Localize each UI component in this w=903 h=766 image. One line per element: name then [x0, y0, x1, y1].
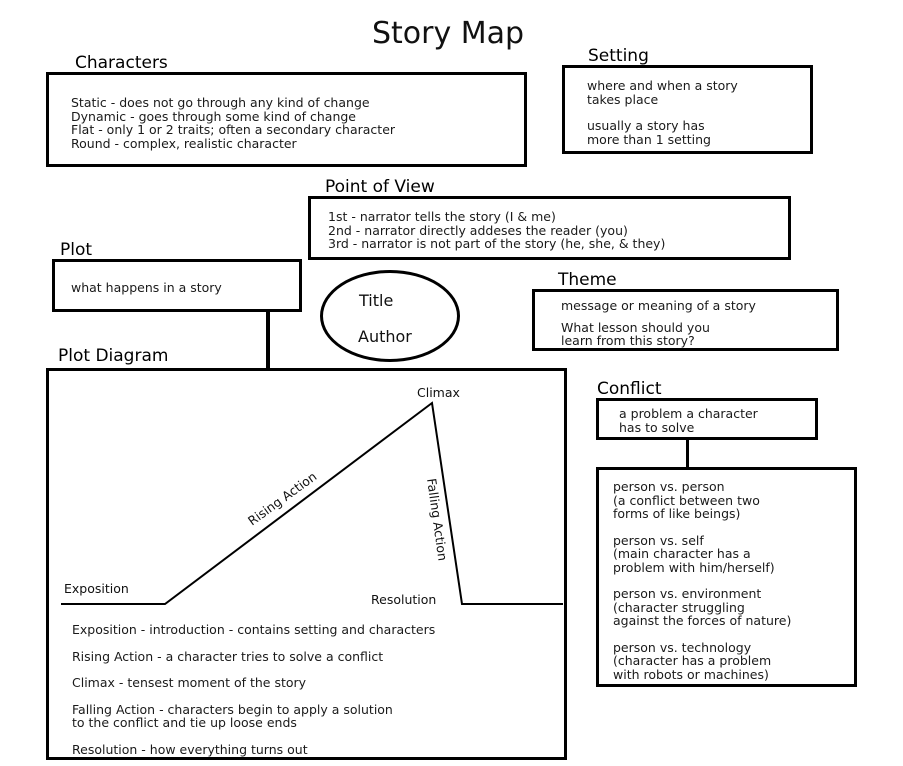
climax-label: Climax [417, 385, 460, 400]
author-label: Author [358, 327, 412, 346]
person-vs-self-title: person vs. self [613, 532, 704, 548]
exposition-definition: Exposition - introduction - contains set… [72, 622, 436, 637]
resolution-definition: Resolution - how everything turns out [72, 741, 308, 757]
rising-action-definition: Rising Action - a character tries to sol… [72, 648, 384, 664]
pov-second-person: 2nd - narrator directly addeses the read… [328, 222, 628, 238]
title-author-circle: Title Author [320, 270, 460, 362]
characters-flat-text: Flat - only 1 or 2 traits; often a secon… [71, 122, 396, 137]
person-vs-self-desc-1: (main character has a [613, 546, 751, 561]
characters-round-text: Round - complex, realistic character [71, 135, 297, 151]
person-vs-technology-desc-2: with robots or machines) [613, 666, 769, 682]
title-label: Title [359, 291, 394, 310]
conflict-definition-line-2: has to solve [619, 419, 695, 435]
conflict-definition-text: a problem a character has to solve [619, 407, 758, 434]
theme-text: message or meaning of a story What lesso… [561, 299, 756, 348]
characters-heading: Characters [75, 53, 168, 73]
conflict-connector-line [686, 439, 689, 468]
person-vs-person-desc-1: (a conflict between two [613, 492, 760, 508]
plot-definitions: Exposition - introduction - contains set… [72, 623, 435, 756]
characters-box: Static - does not go through any kind of… [46, 72, 527, 167]
characters-static-text: Static - does not go through any kind of… [71, 95, 370, 110]
characters-definitions: Static - does not go through any kind of… [71, 96, 395, 150]
conflict-types-list: person vs. person (a conflict between tw… [613, 480, 791, 681]
plot-connector-line [266, 311, 270, 372]
conflict-types-box: person vs. person (a conflict between tw… [596, 467, 857, 687]
plot-line [61, 401, 563, 605]
setting-line-1: where and when a story [587, 78, 738, 93]
person-vs-self-desc-2: problem with him/herself) [613, 559, 775, 575]
plot-diagram-box: Climax Rising Action Falling Action Expo… [46, 368, 567, 760]
theme-line-1: message or meaning of a story [561, 298, 756, 313]
setting-heading: Setting [588, 46, 649, 66]
falling-action-definition-cont: to the conflict and tie up loose ends [72, 715, 297, 730]
point-of-view-heading: Point of View [325, 177, 435, 197]
person-vs-person-desc-2: forms of like beings) [613, 506, 741, 521]
person-vs-technology-title: person vs. technology [613, 639, 752, 655]
climax-definition: Climax - tensest moment of the story [72, 675, 307, 690]
plot-heading: Plot [60, 240, 93, 260]
conflict-definition-box: a problem a character has to solve [596, 398, 818, 440]
pov-third-person: 3rd - narrator is not part of the story … [328, 236, 666, 251]
plot-diagram-graph: Climax Rising Action Falling Action Expo… [61, 385, 563, 607]
pov-first-person: 1st - narrator tells the story (I & me) [328, 209, 556, 224]
characters-dynamic-text: Dynamic - goes through some kind of chan… [71, 108, 356, 124]
person-vs-environment-title: person vs. environment [613, 586, 762, 601]
conflict-heading: Conflict [597, 379, 662, 399]
setting-box: where and when a story takes place usual… [562, 65, 813, 154]
setting-line-4: more than 1 setting [587, 131, 711, 147]
setting-line-2: takes place [587, 91, 659, 107]
theme-line-3: learn from this story? [561, 333, 695, 348]
person-vs-technology-desc-1: (character has a problem [613, 653, 772, 668]
plot-text: what happens in a story [71, 280, 222, 295]
falling-action-definition: Falling Action - characters begin to app… [72, 701, 393, 717]
page-title: Story Map [372, 16, 525, 51]
plot-box: what happens in a story [52, 259, 302, 312]
person-vs-environment-desc-1: (character struggling [613, 599, 745, 615]
conflict-definition-line-1: a problem a character [619, 406, 758, 421]
theme-heading: Theme [558, 270, 617, 290]
point-of-view-text: 1st - narrator tells the story (I & me) … [328, 210, 665, 251]
plot-diagram-heading: Plot Diagram [58, 346, 169, 366]
exposition-label: Exposition [64, 581, 129, 596]
point-of-view-box: 1st - narrator tells the story (I & me) … [308, 196, 791, 260]
person-vs-person-title: person vs. person [613, 479, 725, 494]
falling-action-label: Falling Action [424, 477, 450, 561]
resolution-label: Resolution [371, 592, 436, 607]
setting-text: where and when a story takes place usual… [587, 79, 738, 146]
theme-line-2: What lesson should you [561, 319, 710, 335]
person-vs-environment-desc-2: against the forces of nature) [613, 613, 792, 628]
rising-action-label: Rising Action [245, 469, 319, 529]
theme-box: message or meaning of a story What lesso… [532, 289, 839, 351]
setting-line-3: usually a story has [587, 118, 705, 133]
